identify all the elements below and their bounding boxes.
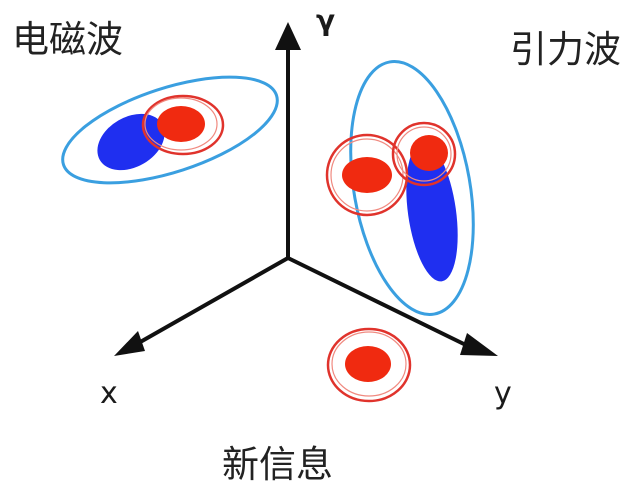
x-axis-label: x (100, 376, 118, 411)
new-info-label: 新信息 (222, 443, 333, 486)
gw-red-dot-right (410, 135, 448, 171)
y-axis-label: y (494, 376, 512, 411)
y-axis-arrowhead (460, 333, 498, 356)
new-info-red-dot (345, 346, 391, 382)
grav-wave-localization (327, 52, 491, 324)
x-axis-line (135, 258, 288, 345)
em-wave-localization (51, 55, 290, 204)
em-wave-label: 电磁波 (12, 18, 123, 61)
em-red-dot (157, 106, 205, 142)
x-axis-arrowhead (114, 331, 145, 356)
grav-wave-label: 引力波 (510, 28, 621, 71)
gamma-axis-arrowhead (275, 22, 301, 50)
new-info-localization (328, 329, 410, 401)
gamma-axis-label: γ (316, 4, 335, 37)
gw-red-dot-left (342, 157, 392, 193)
